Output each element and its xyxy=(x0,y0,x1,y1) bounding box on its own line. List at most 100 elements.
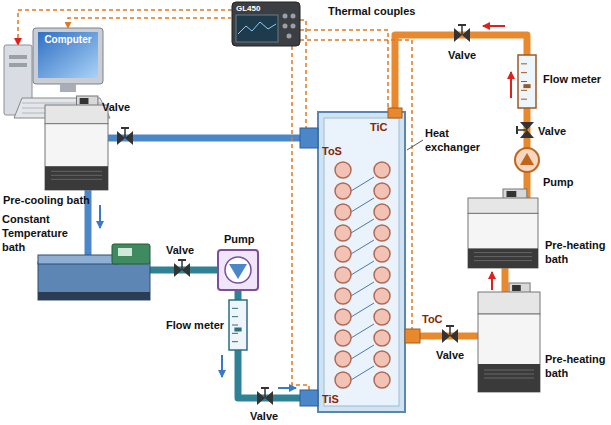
drive-bay xyxy=(9,63,27,67)
valve-symbol xyxy=(265,391,273,405)
valve-stem xyxy=(449,326,451,336)
tube xyxy=(335,309,351,325)
monitor-stand xyxy=(60,84,76,92)
valve-stem xyxy=(264,388,266,398)
float xyxy=(234,328,241,332)
baffle-line xyxy=(351,177,374,191)
heat-exchanger-core xyxy=(324,118,399,406)
tube xyxy=(374,372,390,388)
bath-label: Pre-heating bath xyxy=(545,238,611,266)
scale-tick xyxy=(232,308,238,309)
vent xyxy=(474,260,532,261)
valve-symbol xyxy=(117,131,125,145)
trace xyxy=(238,22,276,34)
node-text: Computer xyxy=(44,34,91,45)
part-label: Heat exchanger xyxy=(425,126,485,154)
vent xyxy=(51,175,102,176)
bath-display xyxy=(80,98,89,104)
flow-meter-symbol xyxy=(229,300,247,350)
valve-handle xyxy=(458,24,466,26)
logger-button xyxy=(291,24,296,29)
title-label: Thermal couples xyxy=(328,4,415,18)
valve-symbol xyxy=(520,122,534,130)
logger-button xyxy=(283,14,288,19)
tube-outlet xyxy=(405,329,420,343)
bath-lid xyxy=(478,292,540,314)
valve-handle xyxy=(178,259,186,261)
bath-base xyxy=(478,364,540,392)
valve-symbol xyxy=(520,130,534,138)
scale-tick xyxy=(232,341,238,342)
scale-tick xyxy=(232,325,238,326)
valve-label: Valve xyxy=(166,243,194,257)
valve-symbol xyxy=(454,28,462,42)
baffle-line xyxy=(351,198,374,212)
thermocouple-wire xyxy=(300,20,306,128)
tube xyxy=(374,351,390,367)
sensor-label: TiC xyxy=(370,120,388,134)
constant-bath-controller xyxy=(112,244,150,264)
pump-label: Pump xyxy=(543,175,574,189)
cold-pipe xyxy=(238,350,300,398)
tube xyxy=(374,309,390,325)
tube-inlet xyxy=(388,108,402,118)
valve-label: Valve xyxy=(102,100,130,114)
valve-stem xyxy=(517,129,527,131)
hot-pipe xyxy=(395,35,527,116)
bath-base xyxy=(45,166,108,190)
tube xyxy=(335,246,351,262)
valve-label: Valve xyxy=(538,124,566,138)
float xyxy=(523,84,530,88)
bath-body xyxy=(45,124,108,190)
leader-line xyxy=(407,140,423,150)
constant-bath-body xyxy=(38,262,150,300)
pump-symbol xyxy=(218,250,258,290)
flow-meter-label: Flow meter xyxy=(166,318,224,332)
flow-arrow xyxy=(99,205,101,228)
tube xyxy=(374,225,390,241)
tube xyxy=(374,162,390,178)
computer-monitor: Computer xyxy=(33,28,103,84)
tube xyxy=(335,288,351,304)
valve-label: Valve xyxy=(250,409,278,423)
valve-symbol xyxy=(182,263,190,277)
tube xyxy=(374,183,390,199)
flow-meter-symbol xyxy=(518,55,536,108)
data-logger-body xyxy=(232,2,300,46)
scale-tick xyxy=(521,63,527,64)
flow-arrow xyxy=(221,355,223,377)
monitor-screen xyxy=(38,32,98,78)
pump-symbol xyxy=(515,148,539,172)
vent xyxy=(51,179,102,180)
flow-arrow xyxy=(278,387,296,389)
shell-outlet xyxy=(300,128,318,148)
valve-stem xyxy=(124,128,126,138)
sensor-label: ToC xyxy=(422,312,443,326)
valve-symbol xyxy=(257,391,265,405)
baffle-line xyxy=(351,240,374,254)
bath-label: Pre-cooling bath xyxy=(3,193,90,207)
baffle-line xyxy=(351,303,374,317)
bath-body xyxy=(468,213,538,268)
thermocouple-wire xyxy=(300,30,388,110)
signal-connector xyxy=(68,18,232,28)
valve-label: Valve xyxy=(436,348,464,362)
vent xyxy=(484,374,534,375)
valve-symbol xyxy=(442,329,450,343)
node-text: GL450 xyxy=(236,4,260,13)
baffle-line xyxy=(351,345,374,359)
tube xyxy=(335,162,351,178)
bath-label: Pre-heating bath xyxy=(545,352,611,380)
pump-label: Pump xyxy=(224,232,255,246)
valve-symbol xyxy=(125,131,133,145)
bath-body xyxy=(478,314,540,392)
bath-lid xyxy=(45,105,108,124)
thermocouple-wire xyxy=(292,46,309,390)
controller-screen xyxy=(118,248,132,256)
tube xyxy=(335,372,351,388)
vent xyxy=(51,171,102,172)
bath-lid xyxy=(468,198,538,213)
